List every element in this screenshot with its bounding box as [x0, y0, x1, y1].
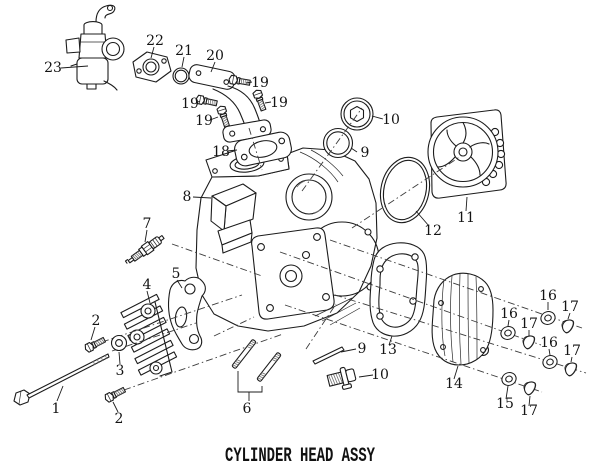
callout-label-2-upper: 2: [92, 313, 101, 329]
part-9-oring-top: [322, 127, 354, 159]
callout-label-19-b: 19: [270, 95, 288, 111]
part-13-gasket: [369, 242, 428, 337]
callout-label-17-d: 17: [520, 403, 538, 419]
callout-label-22: 22: [146, 33, 164, 49]
callout-label-10-bottom: 10: [371, 367, 389, 383]
part-17-cap-nut-a: [558, 316, 576, 335]
part-10-cap-bottom: [326, 366, 357, 390]
callout-label-7: 7: [143, 216, 152, 232]
part-10-tappet-cap-top: [340, 97, 374, 131]
part-14-side-cover: [431, 272, 494, 366]
callout-label-4: 4: [143, 277, 152, 293]
callout-label-1: 1: [52, 401, 61, 417]
part-21-oring: [172, 67, 190, 85]
part-2-bolt-upper: [83, 335, 107, 354]
part-4-finned-holder: [120, 293, 178, 377]
callout-label-17-a: 17: [561, 299, 579, 315]
part-17-cap-nut-c: [561, 359, 579, 378]
part-16-washer-c: [540, 353, 560, 371]
callout-label-2-lower: 2: [115, 411, 124, 427]
part-12-oring: [379, 156, 431, 224]
callout-label-16-c: 16: [540, 335, 558, 351]
callout-label-17-b: 17: [520, 316, 538, 332]
callout-label-9-bottom: 9: [358, 341, 367, 357]
part-17-cap-nut-d: [520, 378, 538, 397]
part-23-carburetor: [65, 4, 125, 91]
callout-label-21: 21: [175, 43, 193, 59]
part-22-gasket: [132, 51, 172, 83]
part-7-spark-plug: [124, 234, 165, 264]
callout-label-16-a: 16: [539, 288, 557, 304]
callout-label-20: 20: [206, 48, 224, 64]
part-19-bolt-d: [215, 104, 232, 129]
callout-label-18: 18: [212, 144, 230, 160]
callout-label-13: 13: [379, 342, 397, 358]
callout-label-14: 14: [445, 376, 463, 392]
part-6-stud-b: [256, 351, 282, 383]
part-3-washer: [110, 334, 128, 352]
diagram-caption: CYLINDER HEAD ASSY: [225, 445, 375, 468]
callout-label-19-d: 19: [195, 113, 213, 129]
callout-label-12: 12: [424, 223, 442, 239]
part-6-stud-a: [231, 338, 257, 370]
part-2-bolt-lower: [103, 385, 127, 404]
callout-label-10-top: 10: [382, 112, 400, 128]
part-16-washer-a: [538, 309, 558, 327]
part-18-insulator-gasket: [234, 131, 292, 167]
callout-label-19-c: 19: [181, 96, 199, 112]
callout-label-11: 11: [457, 210, 475, 226]
part-17-cap-nut-b: [519, 332, 537, 351]
callout-labels: 23 22 21 20 19 19 19 19 18 10 9 8 7 11 1…: [44, 33, 581, 427]
callout-label-9-top: 9: [361, 145, 370, 161]
part-11-cam-sprocket: [427, 109, 507, 199]
callout-label-15: 15: [496, 396, 514, 412]
part-1-long-bolt: [13, 353, 110, 406]
callout-label-17-c: 17: [563, 343, 581, 359]
callout-label-19-a: 19: [251, 75, 269, 91]
callout-label-5: 5: [172, 266, 181, 282]
callout-label-6: 6: [243, 401, 252, 417]
callout-label-3: 3: [116, 363, 125, 379]
part-9-pin-bottom: [312, 346, 345, 365]
callout-label-23: 23: [44, 60, 62, 76]
callout-label-16-b: 16: [500, 306, 518, 322]
callout-leader-lines: [56, 46, 573, 413]
part-15-washer: [499, 370, 519, 388]
part-16-washer-b: [498, 324, 518, 342]
assembly-axis-lines: [101, 107, 587, 393]
callout-label-8: 8: [183, 189, 192, 205]
part-8-block: [210, 183, 257, 254]
